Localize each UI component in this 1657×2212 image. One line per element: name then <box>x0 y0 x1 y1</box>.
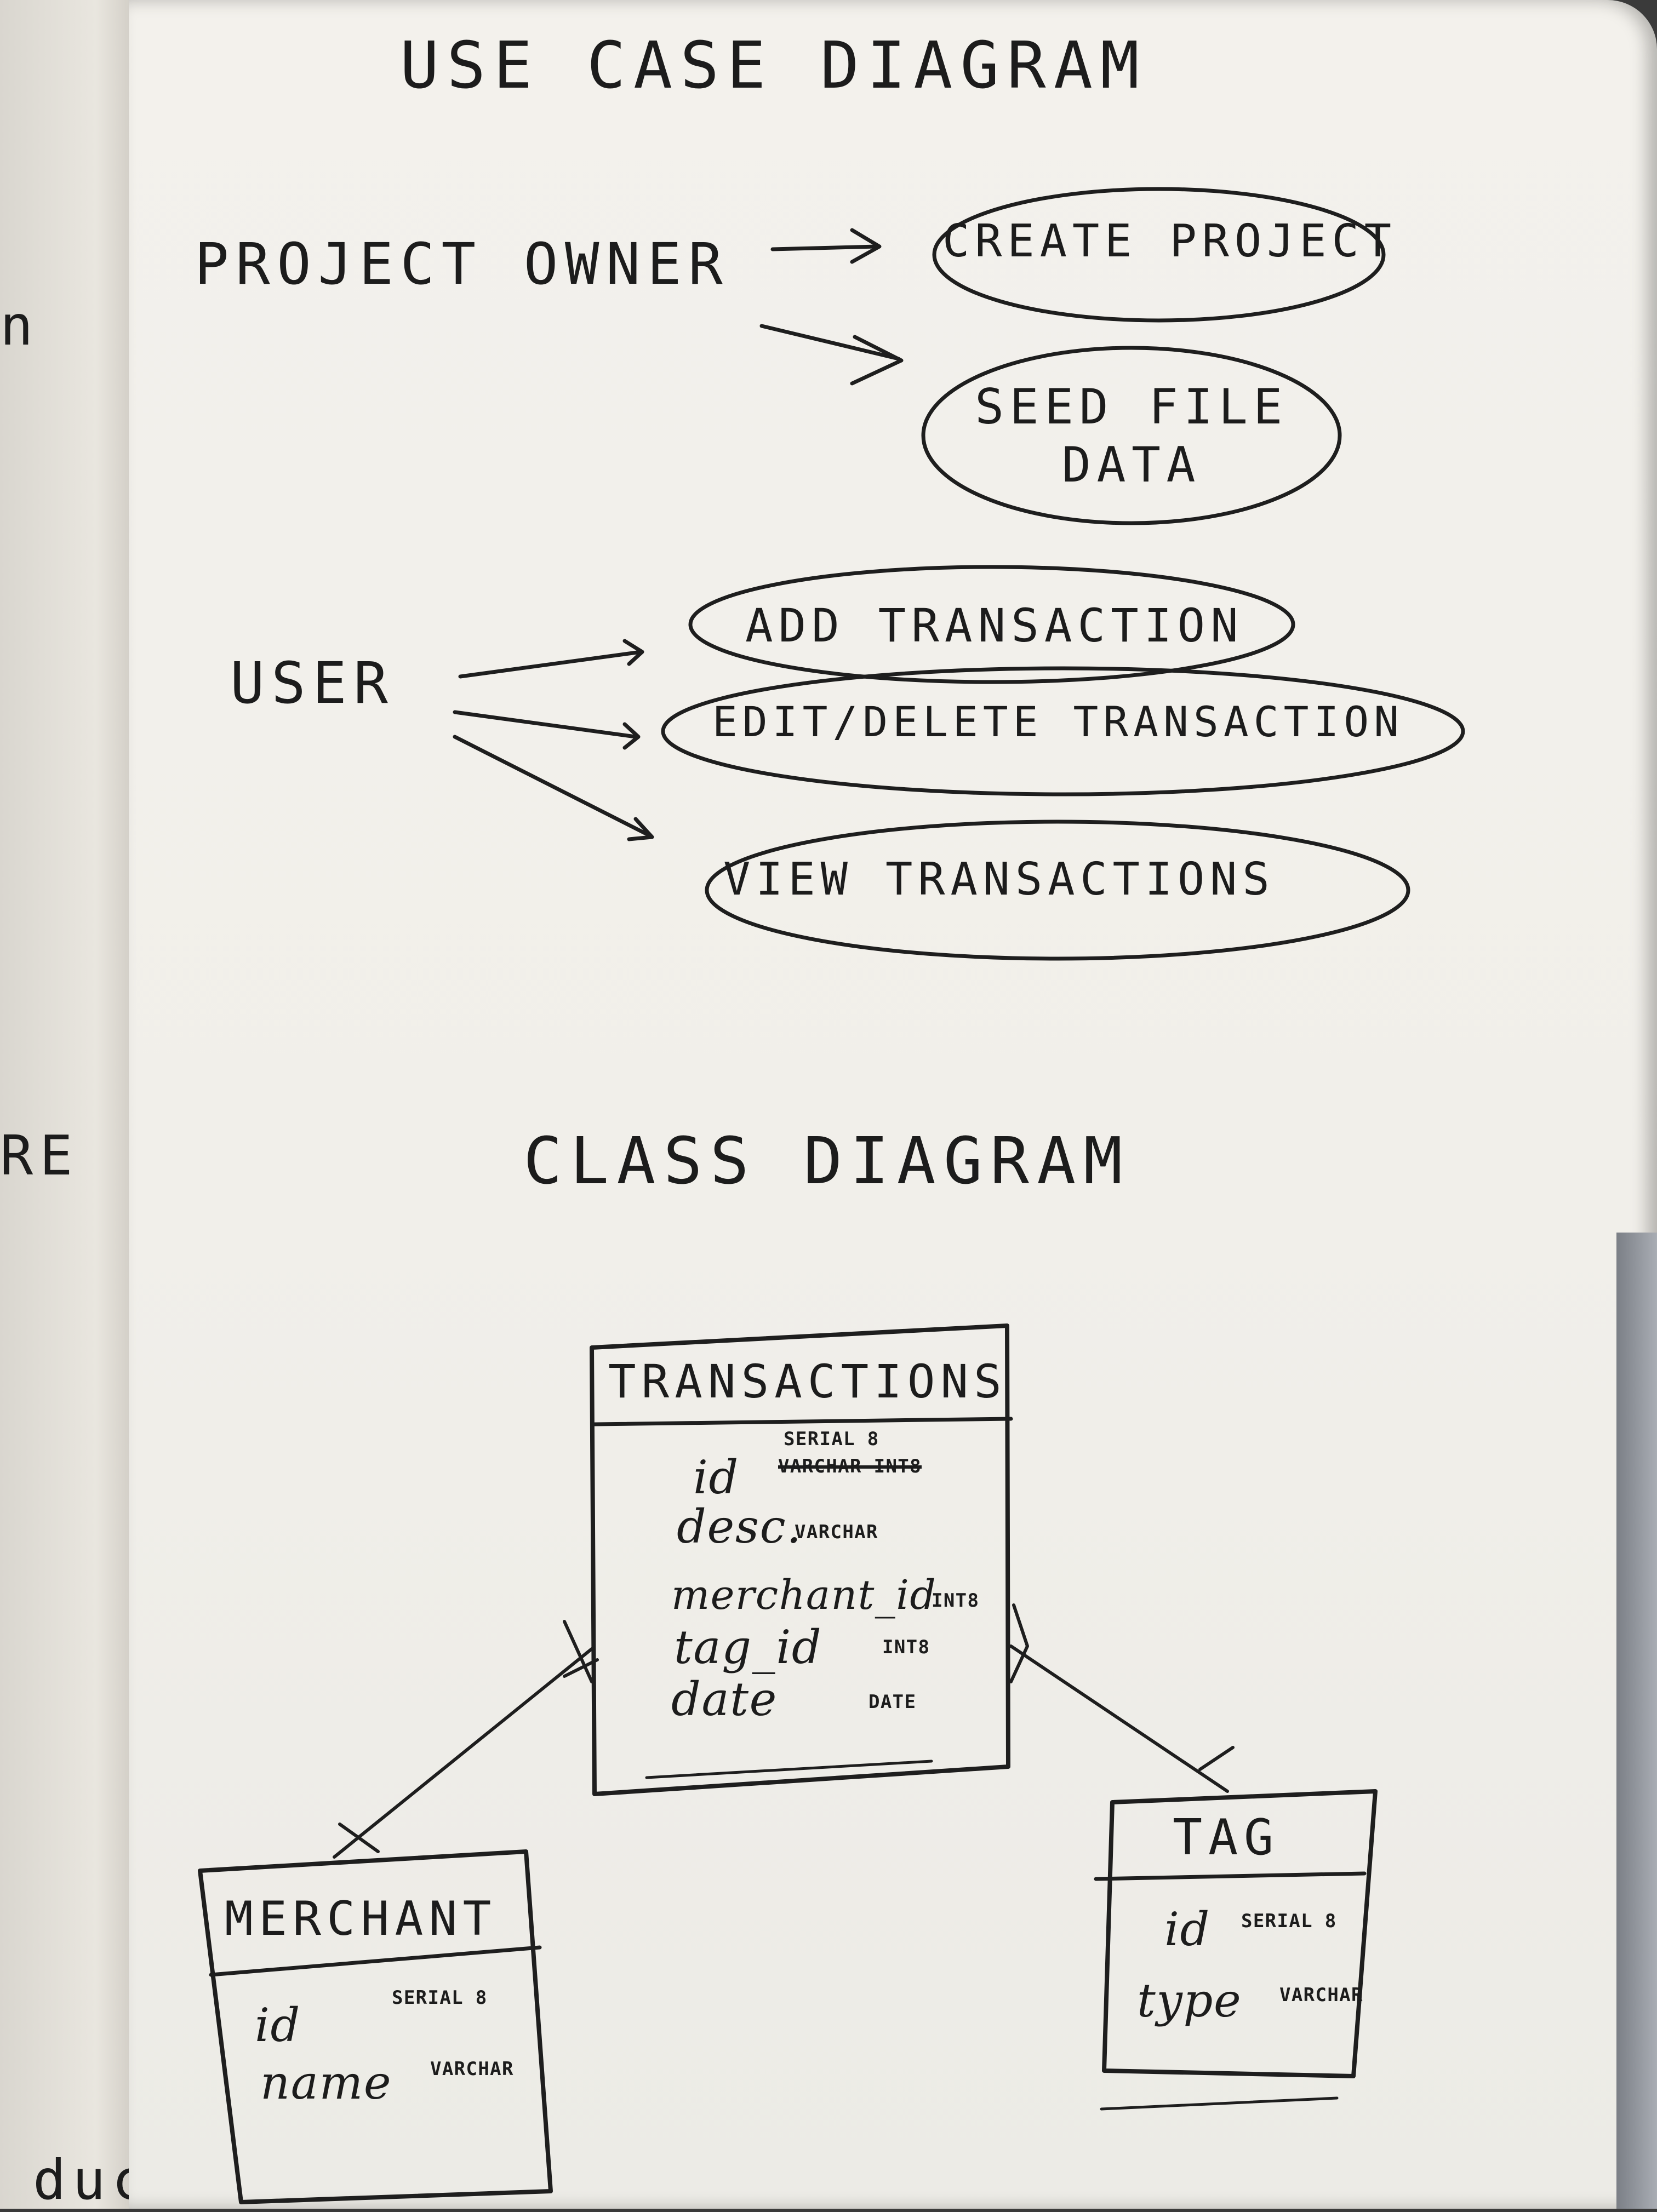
class-name-transactions: TRANSACTIONS <box>608 1355 1007 1408</box>
use-case-diagram-title: USE CASE DIAGRAM <box>400 27 1147 103</box>
type-transactions-date: DATE <box>869 1691 917 1713</box>
usecase-create-project: CREATE PROJECT <box>942 215 1397 267</box>
arrow-user-view <box>453 735 654 841</box>
notebook-page <box>129 0 1657 2209</box>
usecase-view-transactions: VIEW TRANSACTIONS <box>723 853 1275 906</box>
field-transactions-date: date <box>671 1672 778 1726</box>
arrow-owner-create <box>770 228 882 264</box>
field-transactions-tag-id: tag_id <box>674 1620 822 1674</box>
usecase-edit-delete-transaction: EDIT/DELETE TRANSACTION <box>712 697 1404 746</box>
usecase-ellipse-add-transaction <box>688 565 1295 684</box>
field-transactions-desc: desc. <box>677 1500 802 1554</box>
class-diagram-title: CLASS DIAGRAM <box>523 1123 1130 1199</box>
type-merchant-name: VARCHAR <box>430 2058 514 2080</box>
background-device-edge <box>1616 1233 1657 2209</box>
actor-project-owner: PROJECT OWNER <box>195 231 730 297</box>
usecase-add-transaction: ADD TRANSACTION <box>745 599 1244 652</box>
margin-fragment-2: RE <box>0 1124 79 1188</box>
field-transactions-id: id <box>693 1451 739 1504</box>
usecase-ellipse-view-transactions <box>705 820 1410 961</box>
field-tag-type: type <box>1137 1974 1242 2027</box>
field-merchant-name: name <box>260 2056 392 2110</box>
class-name-tag: TAG <box>1173 1809 1279 1866</box>
usecase-seed-file-data-label: SEED FILE DATA <box>975 379 1288 493</box>
type-tag-type: VARCHAR <box>1279 1984 1363 2006</box>
type-transactions-desc: VARCHAR <box>795 1521 878 1543</box>
class-name-merchant: MERCHANT <box>225 1892 497 1946</box>
field-tag-id: id <box>1164 1902 1210 1956</box>
type-transactions-tag-id: INT8 <box>882 1636 930 1658</box>
class-box-transactions <box>590 1323 1013 1796</box>
class-box-merchant <box>198 1849 553 2204</box>
relation-transactions-merchant <box>333 1620 599 1859</box>
usecase-ellipse-seed-file-data <box>921 346 1342 525</box>
usecase-ellipse-edit-delete <box>661 666 1465 796</box>
type-transactions-id-struck: VARCHAR INT8 <box>778 1455 922 1477</box>
type-transactions-merchant-id: INT8 <box>932 1590 980 1612</box>
arrow-owner-seed <box>759 324 904 386</box>
class-box-tag <box>1094 1789 1378 2111</box>
field-merchant-id: id <box>255 1998 301 2052</box>
arrow-user-add <box>458 639 644 679</box>
field-transactions-merchant-id: merchant_id <box>671 1572 937 1619</box>
actor-user: USER <box>230 650 395 717</box>
relation-transactions-tag <box>1009 1603 1235 1793</box>
type-merchant-id: SERIAL 8 <box>392 1987 488 2009</box>
usecase-ellipse-create-project <box>932 187 1386 323</box>
usecase-seed-file-data: SEED FILE DATA <box>953 378 1310 494</box>
type-transactions-id: SERIAL 8 <box>784 1428 879 1450</box>
type-tag-id: SERIAL 8 <box>1241 1910 1337 1932</box>
margin-fragment-1: n <box>0 294 40 358</box>
arrow-user-edit <box>453 710 641 750</box>
